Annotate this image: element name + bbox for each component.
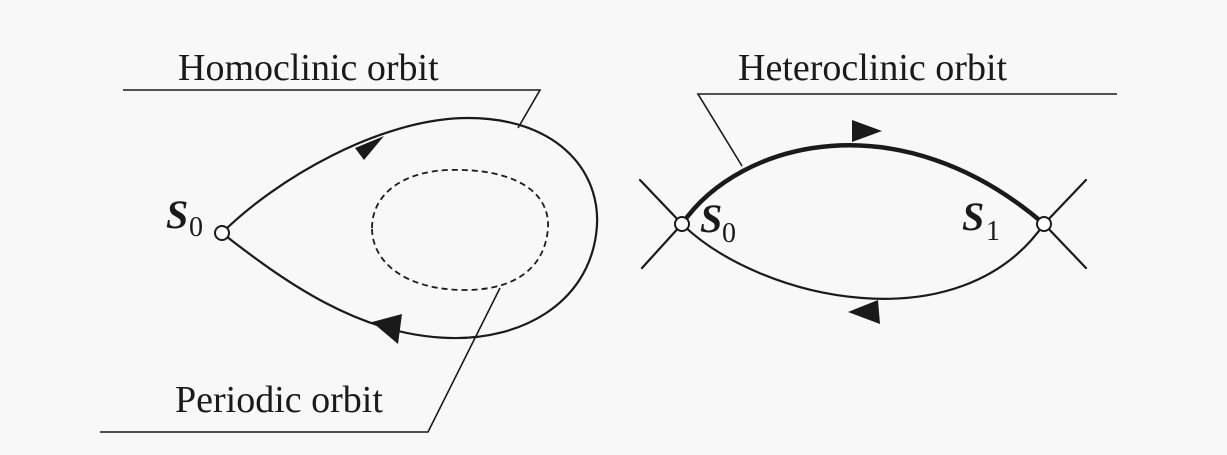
right-s0-subscript: 0 <box>722 218 736 249</box>
right-s0-point <box>674 216 690 232</box>
heteroclinic-arrow-return <box>848 300 880 324</box>
s1-letter: S <box>962 194 984 239</box>
heteroclinic-arrow-forward <box>852 120 882 142</box>
homoclinic-arrow-forward <box>355 136 384 160</box>
s1-separatrix-lower <box>1042 222 1088 270</box>
left-s0-point <box>214 225 230 241</box>
left-s0-subscript: 0 <box>189 212 203 243</box>
heteroclinic-upper-orbit <box>679 143 1047 227</box>
heteroclinic-leader-line <box>696 93 1117 167</box>
right-s0-letter: S <box>700 196 722 241</box>
periodic-orbit <box>371 169 549 291</box>
s1-separatrix-upper <box>1042 178 1088 226</box>
periodic-label: Periodic orbit <box>175 379 383 421</box>
left-s0-letter: S <box>166 192 188 237</box>
s1-subscript: 1 <box>986 216 1000 247</box>
s1-point <box>1036 216 1052 232</box>
heteroclinic-panel: Heteroclinic orbit S 0 S 1 <box>638 47 1117 324</box>
homoclinic-arrow-return <box>372 314 402 344</box>
heteroclinic-lower-orbit <box>680 222 1046 300</box>
homoclinic-label: Homoclinic orbit <box>178 47 439 89</box>
homoclinic-leader-line <box>123 89 542 129</box>
homoclinic-orbit <box>220 116 599 340</box>
periodic-leader-line <box>100 287 501 433</box>
s0-separatrix-upper <box>638 178 684 226</box>
s0-separatrix-lower <box>640 222 684 270</box>
homoclinic-panel: Homoclinic orbit Periodic orbit S 0 <box>100 47 599 433</box>
heteroclinic-label: Heteroclinic orbit <box>738 47 1008 89</box>
